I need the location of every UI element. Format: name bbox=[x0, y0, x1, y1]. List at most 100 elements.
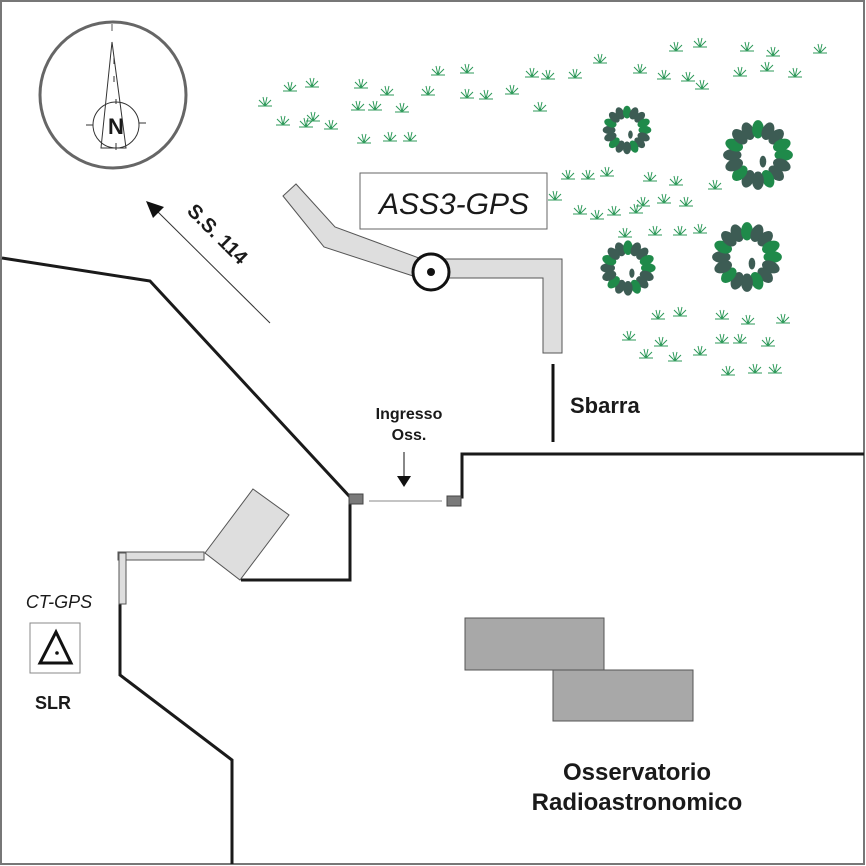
grass-tuft-icon bbox=[431, 65, 445, 76]
grass-tuft-icon bbox=[708, 179, 722, 190]
tree-icon bbox=[602, 105, 652, 155]
grass-tuft-icon bbox=[276, 115, 290, 126]
grass-tuft-icon bbox=[813, 43, 827, 54]
tree-icon bbox=[712, 222, 782, 292]
grass-tuft-icon bbox=[693, 37, 707, 48]
grass-tuft-icon bbox=[673, 225, 687, 236]
tree-icon bbox=[723, 120, 793, 190]
ass3-label-box: ASS3-GPS bbox=[359, 172, 548, 230]
grass-tuft-icon bbox=[761, 336, 775, 347]
grass-tuft-icon bbox=[548, 190, 562, 201]
grass-tuft-icon bbox=[693, 223, 707, 234]
grass-tuft-icon bbox=[258, 96, 272, 107]
grass-tuft-icon bbox=[573, 204, 587, 215]
grass-tuft-icon bbox=[368, 100, 382, 111]
grass-tuft-icon bbox=[357, 133, 371, 144]
grass-tuft-icon bbox=[721, 365, 735, 376]
grass-tuft-icon bbox=[715, 333, 729, 344]
entrance-label-line2: Oss. bbox=[392, 427, 427, 444]
grass-tuft-icon bbox=[600, 166, 614, 177]
grass-tuft-icon bbox=[669, 175, 683, 186]
grass-tuft-icon bbox=[643, 171, 657, 182]
grass-tuft-icon bbox=[541, 69, 555, 80]
compass-north-label: N bbox=[108, 114, 124, 139]
grass-tuft-icon bbox=[654, 336, 668, 347]
grass-tuft-icon bbox=[561, 169, 575, 180]
grass-tuft-icon bbox=[733, 333, 747, 344]
grass-tuft-icon bbox=[651, 309, 665, 320]
grass-tuft-icon bbox=[593, 53, 607, 64]
grass-tuft-icon bbox=[380, 85, 394, 96]
observatory-building-1 bbox=[464, 617, 605, 671]
ct-gps-station[interactable] bbox=[29, 622, 81, 674]
grass-tuft-icon bbox=[657, 193, 671, 204]
entrance-label-line1: Ingresso bbox=[376, 406, 443, 423]
grass-tuft-icon bbox=[479, 89, 493, 100]
north-arrow-icon: N bbox=[86, 41, 146, 150]
gate-post-right bbox=[446, 495, 462, 507]
grass-tuft-icon bbox=[383, 131, 397, 142]
ass3-gps-station[interactable] bbox=[411, 252, 451, 292]
building-corridor bbox=[117, 551, 205, 561]
grass-tuft-icon bbox=[299, 117, 313, 128]
grass-tuft-icon bbox=[740, 41, 754, 52]
grass-tuft-icon bbox=[607, 205, 621, 216]
grass-tuft-icon bbox=[351, 100, 365, 111]
grass-tuft-icon bbox=[395, 102, 409, 113]
grass-tuft-icon bbox=[760, 61, 774, 72]
ct-gps-label: CT-GPS bbox=[26, 592, 92, 612]
tree-icon bbox=[600, 240, 656, 296]
building-corridor-vertical bbox=[118, 552, 127, 605]
grass-tuft-icon bbox=[460, 88, 474, 99]
compass-ring bbox=[38, 20, 188, 170]
triangulation-point-icon bbox=[37, 628, 74, 665]
road-direction-line bbox=[156, 210, 271, 324]
grass-tuft-icon bbox=[305, 77, 319, 88]
grass-tuft-icon bbox=[590, 209, 604, 220]
grass-tuft-icon bbox=[788, 67, 802, 78]
grass-area bbox=[258, 37, 827, 376]
grass-tuft-icon bbox=[681, 71, 695, 82]
grass-tuft-icon bbox=[324, 119, 338, 130]
entrance-gate: Ingresso Oss. bbox=[348, 406, 462, 507]
grass-tuft-icon bbox=[693, 345, 707, 356]
grass-tuft-icon bbox=[403, 131, 417, 142]
road-direction-arrow-icon bbox=[146, 201, 164, 218]
observatory-label-line1: Osservatorio bbox=[563, 759, 711, 786]
observatory-building-2 bbox=[552, 669, 694, 722]
grass-tuft-icon bbox=[648, 225, 662, 236]
grass-tuft-icon bbox=[460, 63, 474, 74]
grass-tuft-icon bbox=[533, 101, 547, 112]
grass-tuft-icon bbox=[636, 196, 650, 207]
grass-tuft-icon bbox=[679, 196, 693, 207]
grass-tuft-icon bbox=[633, 63, 647, 74]
grass-tuft-icon bbox=[639, 348, 653, 359]
grass-tuft-icon bbox=[421, 85, 435, 96]
slr-label: SLR bbox=[35, 693, 71, 713]
grass-tuft-icon bbox=[657, 69, 671, 80]
compass: N bbox=[38, 20, 188, 170]
entrance-arrow-icon bbox=[397, 476, 411, 487]
gate-post-left bbox=[348, 493, 364, 505]
grass-tuft-icon bbox=[525, 67, 539, 78]
grass-tuft-icon bbox=[695, 79, 709, 90]
building-angled bbox=[204, 488, 290, 581]
grass-tuft-icon bbox=[768, 363, 782, 374]
grass-tuft-icon bbox=[669, 41, 683, 52]
grass-tuft-icon bbox=[568, 68, 582, 79]
barrier-label: Sbarra bbox=[570, 393, 640, 418]
grass-tuft-icon bbox=[715, 309, 729, 320]
grass-tuft-icon bbox=[622, 330, 636, 341]
observatory-label-line2: Radioastronomico bbox=[532, 789, 743, 816]
grass-tuft-icon bbox=[733, 66, 747, 77]
grass-tuft-icon bbox=[776, 313, 790, 324]
grass-tuft-icon bbox=[629, 203, 643, 214]
grass-tuft-icon bbox=[673, 306, 687, 317]
grass-tuft-icon bbox=[581, 169, 595, 180]
grass-tuft-icon bbox=[354, 78, 368, 89]
grass-tuft-icon bbox=[668, 351, 682, 362]
grass-tuft-icon bbox=[618, 227, 632, 238]
site-boundary-west bbox=[118, 603, 234, 864]
